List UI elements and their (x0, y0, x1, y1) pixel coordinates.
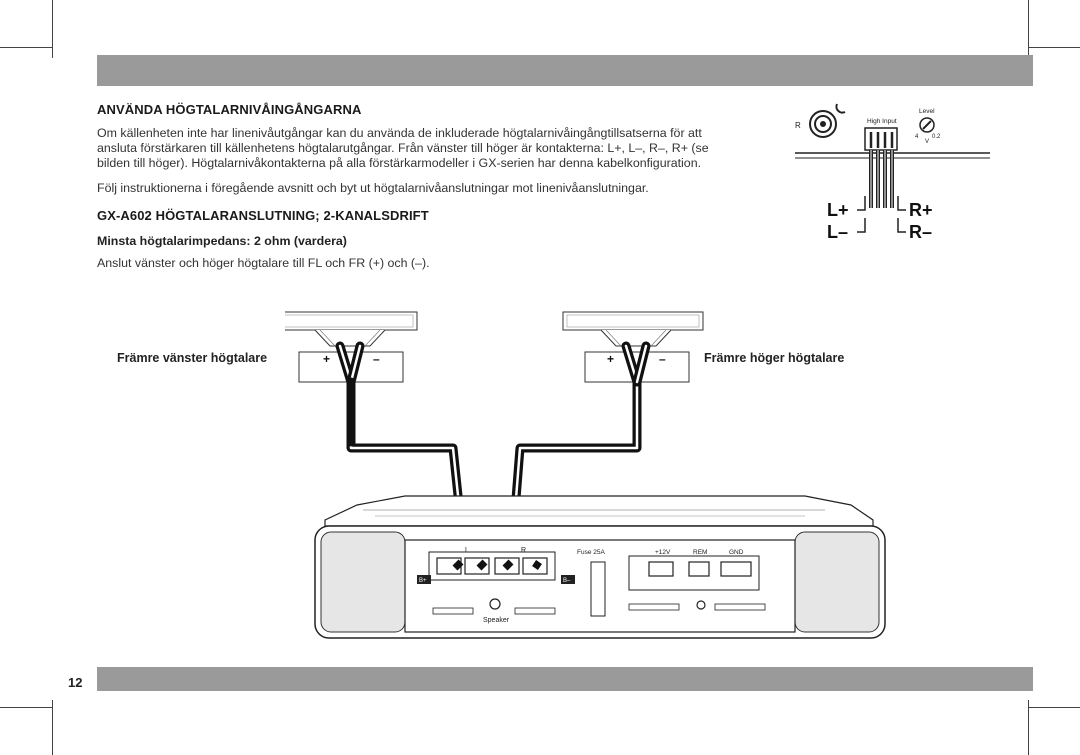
paragraph-line-2: ansluta förstärkaren till källenhetens h… (97, 141, 709, 155)
crop-mark-bottom-right-h (1028, 707, 1080, 708)
section-heading-speaker-level-inputs: ANVÄNDA HÖGTALARNIVÅINGÅNGARNA (97, 102, 362, 117)
speaker-wiring-diagram: + – + – (285, 311, 886, 639)
rem-label: REM (693, 549, 707, 556)
front-right-speaker-label: Främre höger högtalare (704, 351, 845, 365)
section-heading-speaker-connection: GX-A602 HÖGTALARANSLUTNING; 2-KANALSDRIF… (97, 208, 429, 223)
v12-label: +12V (655, 549, 671, 556)
left-speaker-plus: + (323, 352, 330, 366)
fuse-label: Fuse 25A (577, 549, 605, 556)
crop-mark-bottom-left-h (0, 707, 52, 708)
crop-mark-top-left-v (52, 0, 53, 58)
left-speaker-minus: – (373, 352, 380, 366)
level-label: Level (919, 108, 935, 115)
front-left-speaker-label: Främre vänster högtalare (117, 351, 268, 365)
inset-lplus: L+ (827, 200, 849, 220)
header-band (97, 55, 1033, 86)
right-speaker-minus: – (659, 352, 666, 366)
footer-band (97, 667, 1033, 691)
paragraph-line-1: Om källenheten inte har linenivåutgångar… (97, 126, 702, 140)
inset-rplus: R+ (909, 200, 933, 220)
crop-mark-top-left-h (0, 47, 52, 48)
amp-bminus-label: B– (563, 578, 571, 584)
page-number: 12 (68, 675, 83, 690)
level-max: 0.2 (932, 134, 941, 140)
amp-r-label: R (521, 547, 526, 554)
crop-mark-bottom-left-v (52, 700, 53, 755)
inset-rminus: R– (909, 222, 932, 242)
gnd-label: GND (729, 549, 744, 556)
crop-mark-top-right-h (1028, 47, 1080, 48)
crop-mark-bottom-right-v (1028, 700, 1029, 755)
high-input-connector-diagram: R High Input Level 4 0.2 V L+ L– R+ R– (795, 103, 990, 242)
amp-bplus-label: B+ (419, 578, 427, 584)
amp-l-label: L (465, 547, 469, 554)
level-unit: V (925, 139, 929, 145)
speaker-label: Speaker (483, 617, 510, 624)
high-input-label: High Input (867, 118, 897, 125)
right-speaker-plus: + (607, 352, 614, 366)
inset-r-label: R (795, 121, 801, 130)
paragraph-connect-speakers: Anslut vänster och höger högtalare till … (97, 256, 430, 270)
subheading-min-impedance: Minsta högtalarimpedans: 2 ohm (vardera) (97, 234, 347, 248)
amplifier: L R B+ B– Fuse 25A +12V REM GND Speaker (314, 495, 886, 639)
level-min: 4 (915, 134, 919, 140)
crop-mark-top-right-v (1028, 0, 1029, 58)
inset-lminus: L– (827, 222, 848, 242)
paragraph-line-3: bilden till höger). Högtalarnivåkontakte… (97, 156, 702, 170)
paragraph-instructions: Följ instruktionerna i föregående avsnit… (97, 181, 649, 195)
